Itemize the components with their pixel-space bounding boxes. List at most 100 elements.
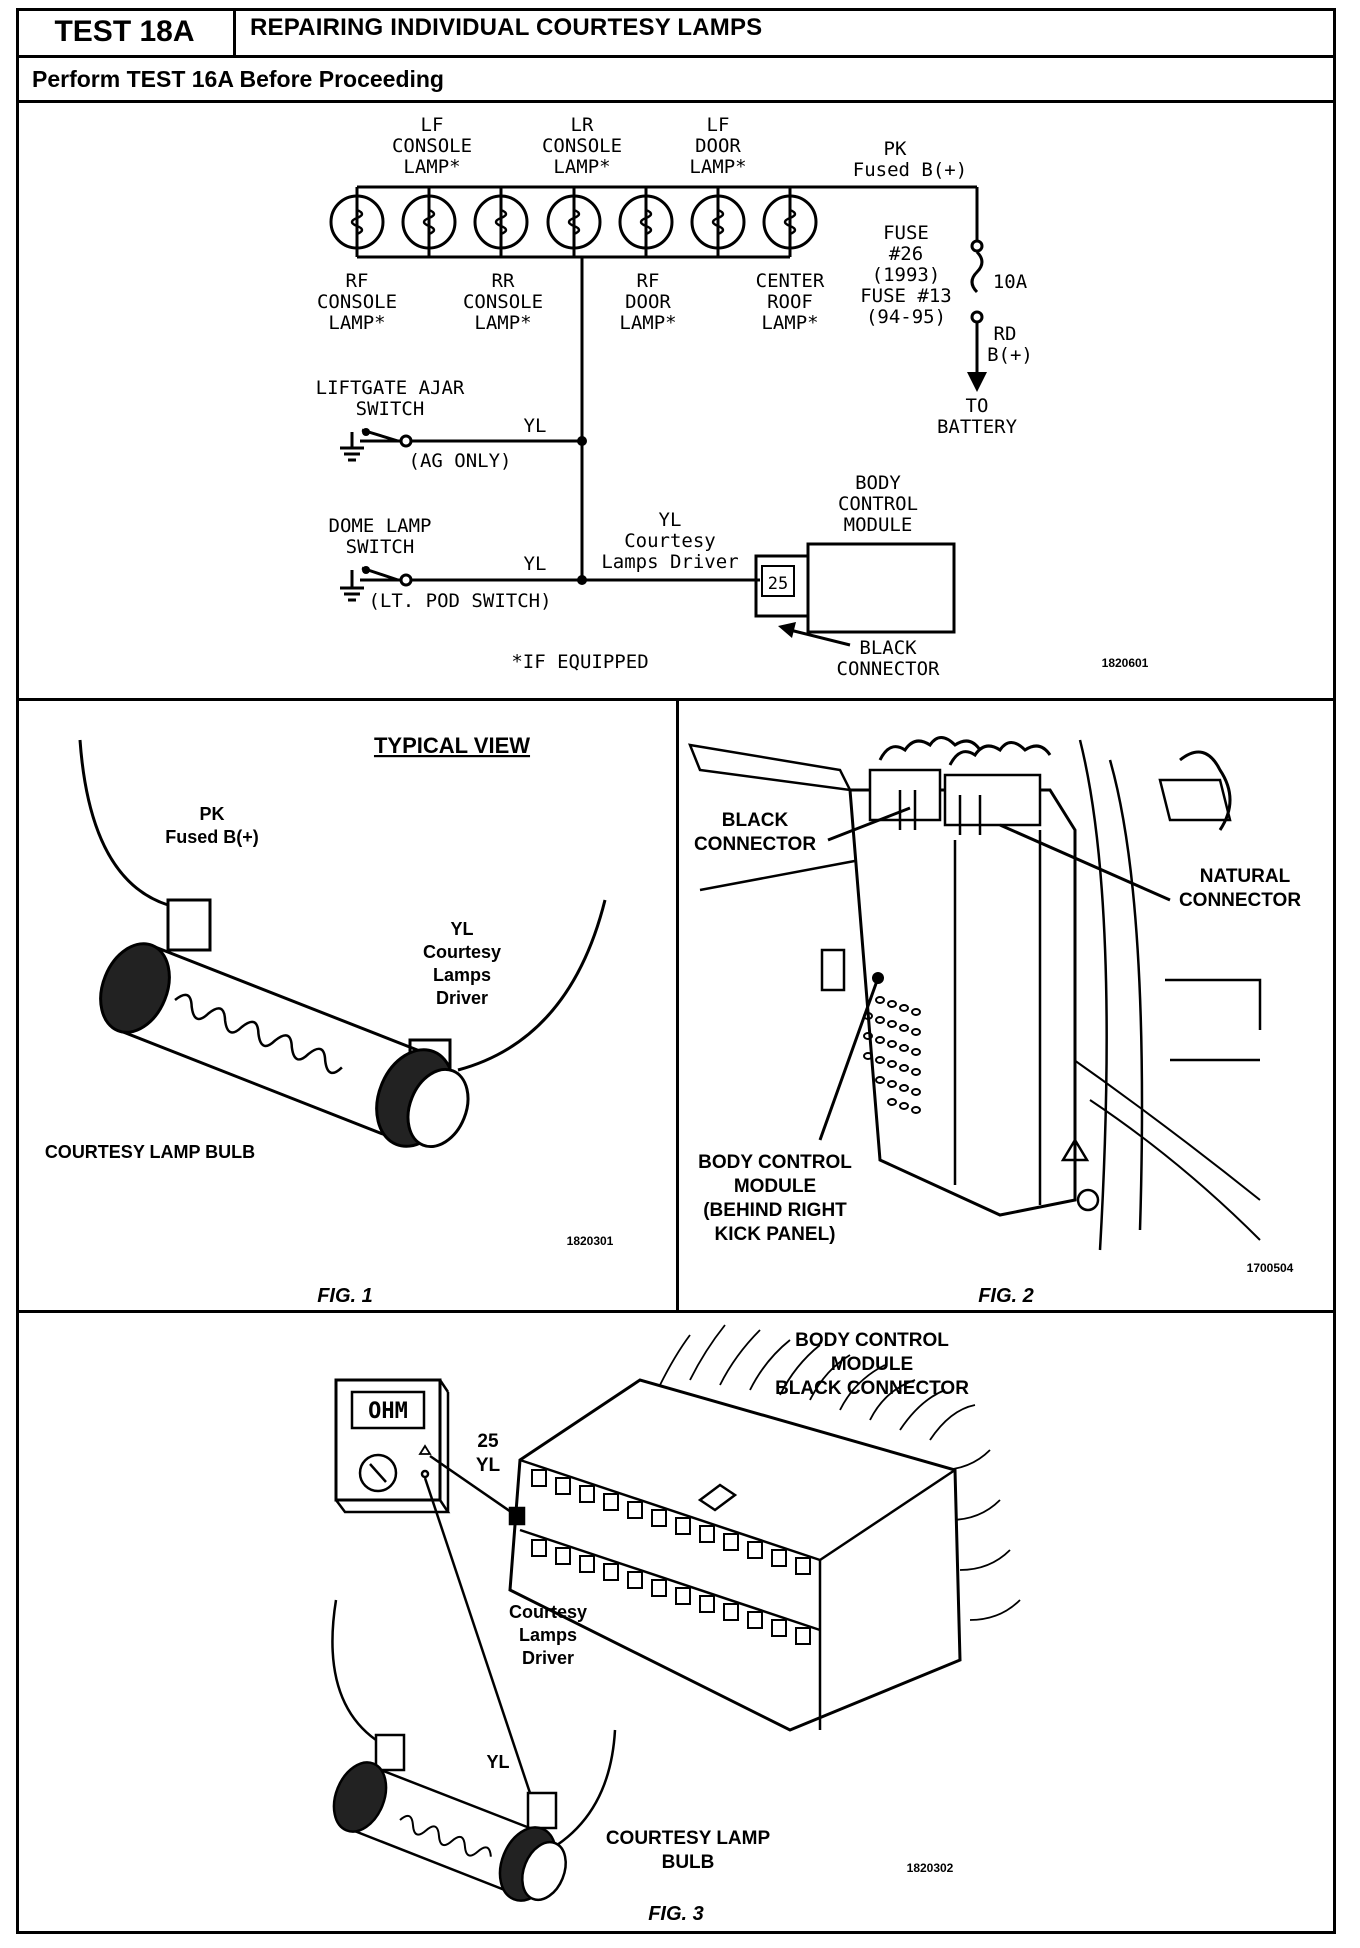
bcm-label: CONTROL [838, 493, 918, 515]
connector-title: BLACK CONNECTOR [775, 1378, 969, 1399]
section-divider [16, 1310, 1336, 1313]
figure-code: 1700504 [1247, 1261, 1294, 1275]
section-divider [16, 100, 1336, 103]
typical-view-label: TYPICAL VIEW [374, 733, 530, 758]
lamp-label-line: LAMP* [619, 312, 676, 334]
fig3-connector-illustration [331, 1324, 1021, 1902]
rd-wire-label: B(+) [987, 344, 1033, 366]
bcm-pin-label: 25 [768, 574, 788, 594]
figure-caption: FIG. 3 [648, 1903, 704, 1925]
lamp-label-line: CONSOLE [463, 291, 543, 313]
yl-label: YL [450, 919, 473, 939]
lamp-label-line: RF [637, 270, 660, 292]
liftgate-switch-label: LIFTGATE AJAR [316, 377, 465, 399]
lamp-symbol [618, 187, 674, 257]
lamp-label-line: LAMP* [328, 312, 385, 334]
liftgate-note: (AG ONLY) [409, 450, 512, 472]
lamp-label-line: LF [707, 114, 730, 136]
figure-caption: FIG. 2 [978, 1285, 1034, 1307]
bcm-label: MODULE [844, 514, 913, 536]
figure-divider [676, 698, 679, 1310]
battery-label: BATTERY [937, 416, 1018, 438]
fig1-bulb-illustration [78, 739, 607, 1149]
connector-label: CONNECTOR [837, 658, 941, 680]
yl-label: Driver [436, 988, 488, 1008]
fig2-labels: BLACK CONNECTOR NATURAL CONNECTOR BODY C… [694, 810, 1301, 1307]
driver-wire-label: YL [659, 509, 682, 531]
fuse-label: (1993) [872, 264, 941, 286]
lamp-label-line: RR [492, 270, 515, 292]
lamp-label-line: RF [346, 270, 369, 292]
lamp-symbol [690, 187, 746, 257]
black-connector-label: BLACK [722, 810, 789, 831]
lamp-label-line: DOOR [625, 291, 671, 313]
lamp-symbol [762, 187, 818, 257]
figure-code: 1820302 [907, 1861, 954, 1875]
lamp-symbol [473, 187, 529, 257]
lamp-label-line: DOOR [695, 135, 741, 157]
page-frame [16, 8, 1336, 1934]
lamp-label-line: CONSOLE [542, 135, 622, 157]
lamp-label-line: CONSOLE [317, 291, 397, 313]
pk-wire [78, 739, 169, 907]
dome-note: (LT. POD SWITCH) [368, 590, 551, 612]
lamp-label-line: LAMP* [761, 312, 818, 334]
rd-wire-label: RD [994, 323, 1017, 345]
liftgate-switch-symbol [340, 428, 582, 462]
bcm-label: BODY [855, 472, 901, 494]
driver-wire-label: Courtesy [624, 530, 716, 552]
lamp-label-line: LF [421, 114, 444, 136]
fuse-rating: 10A [993, 271, 1028, 293]
fuse-label: FUSE [883, 222, 929, 244]
lamp-label-line: LAMP* [553, 156, 610, 178]
lamp-label-line: CONSOLE [392, 135, 472, 157]
bcm-location-label: KICK PANEL) [714, 1224, 835, 1245]
pk-wire-label: Fused B(+) [853, 159, 967, 181]
bcm-connector-box [754, 554, 810, 618]
dome-switch-label: SWITCH [346, 536, 415, 558]
liftgate-switch-label: SWITCH [356, 398, 425, 420]
bulb-label: COURTESY LAMP [606, 1828, 771, 1849]
fuse-label: #26 [889, 243, 923, 265]
lamp-label-line: LAMP* [474, 312, 531, 334]
fuse-label: FUSE #13 [860, 285, 952, 307]
driver-label: Driver [522, 1648, 574, 1668]
connector-title: BODY CONTROL [795, 1330, 949, 1351]
yl-label: Courtesy [423, 942, 501, 962]
schematic-labels: LF CONSOLE LAMP* LR CONSOLE LAMP* LF DOO… [316, 114, 1033, 680]
fig3-labels: OHM BODY CONTROL MODULE BLACK CONNECTOR … [368, 1330, 969, 1925]
ohmmeter-display: OHM [368, 1399, 408, 1424]
figure-code: 1820301 [567, 1234, 614, 1248]
connector-title: MODULE [831, 1354, 913, 1375]
battery-label: TO [966, 395, 989, 417]
wiring-schematic [329, 185, 987, 647]
pin-label: YL [476, 1455, 501, 1476]
bcm-location-label: MODULE [734, 1176, 816, 1197]
natural-connector-label: NATURAL [1200, 866, 1291, 887]
connector-arrow [778, 622, 796, 638]
yl-label: Lamps [433, 965, 491, 985]
fig2-grille [863, 996, 921, 1114]
figure-code: 1820601 [1102, 656, 1149, 670]
bcm-box [806, 542, 956, 634]
pk-wire-label: PK [884, 138, 907, 160]
pk-label: Fused B(+) [165, 827, 259, 847]
page-title: REPAIRING INDIVIDUAL COURTESY LAMPS [250, 14, 763, 41]
connector-label: BLACK [859, 637, 917, 659]
black-connector-label: CONNECTOR [694, 834, 816, 855]
lamp-symbol [329, 187, 385, 257]
dome-switch-symbol [340, 566, 760, 602]
dome-switch-label: DOME LAMP [329, 515, 432, 537]
figure-caption: FIG. 1 [317, 1285, 373, 1307]
yl-label: YL [486, 1752, 509, 1772]
lamp-label-line: LAMP* [403, 156, 460, 178]
bulb-label: BULB [662, 1852, 715, 1873]
bulb-label: COURTESY LAMP BULB [45, 1142, 255, 1162]
fuse-label: (94-95) [866, 306, 946, 328]
footnote: *IF EQUIPPED [511, 651, 648, 673]
header-divider [16, 55, 1336, 58]
lamp-label-line: LR [571, 114, 594, 136]
yl-wire [457, 899, 607, 1072]
lamp-symbol [401, 187, 457, 257]
